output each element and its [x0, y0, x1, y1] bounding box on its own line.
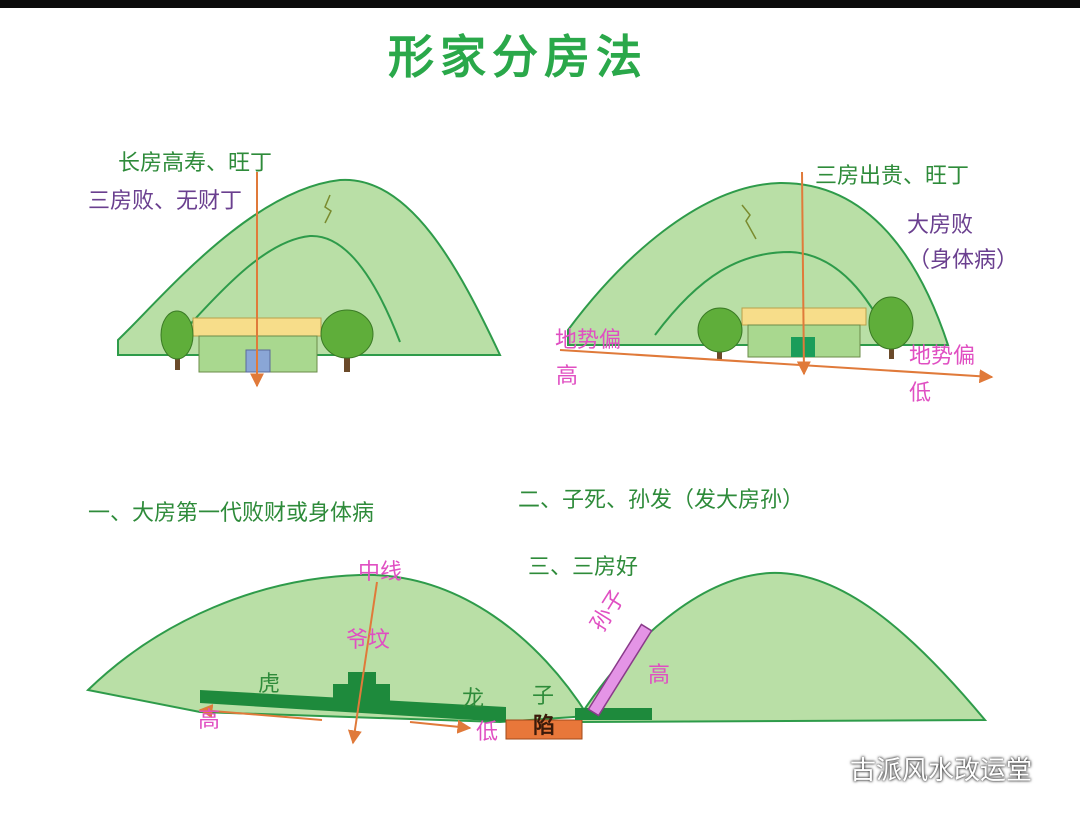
watermark-text: 古派风水改运堂 [850, 755, 1033, 786]
top-right-label-1: 三房出贵、旺丁 [815, 164, 970, 189]
center-line [347, 581, 378, 745]
scene-top-left [117, 172, 502, 388]
hill-outer [567, 181, 950, 346]
base-left [200, 690, 506, 722]
base-right [575, 708, 652, 720]
high-left-label: 高 [198, 708, 221, 733]
bottom-item-2: 二、子死、孙发（发大房孙） [518, 488, 805, 513]
hill-crack [741, 204, 757, 240]
dragon-label: 龙 [462, 687, 485, 712]
arrow-low-right [409, 719, 472, 734]
scene-bottom [85, 571, 988, 745]
top-dark-bar [0, 0, 1080, 8]
page-title: 形家分房法 [388, 30, 648, 84]
high-right-label: 高 [648, 663, 671, 688]
slope-low-label-1: 地势偏 [909, 344, 976, 369]
grandson-bar [587, 623, 653, 717]
hill-crack [324, 194, 332, 224]
center-line-label: 中线 [358, 560, 403, 585]
top-left-label-1: 长房高寿、旺丁 [118, 151, 273, 176]
son-label: 子 [532, 684, 555, 709]
watermark: 古派风水改运堂 [808, 748, 1058, 788]
arrow-high-left [198, 704, 323, 721]
tiger-label: 虎 [258, 672, 281, 697]
tree-right [868, 296, 914, 359]
slope-low-label-2: 低 [909, 381, 932, 406]
slope-high-label-2: 高 [556, 364, 579, 389]
hill-inner [184, 234, 401, 343]
sunken-pit [505, 719, 583, 740]
low-right-label: 低 [476, 720, 499, 745]
hill-left [85, 573, 590, 724]
top-right-label-3: （身体病） [908, 248, 1019, 273]
tree-left [697, 307, 743, 360]
bottom-item-1: 一、大房第一代败财或身体病 [88, 501, 375, 526]
top-left-label-2: 三房败、无财丁 [88, 189, 243, 214]
center-arrow [796, 171, 811, 376]
tree-left [160, 310, 194, 370]
wechat-icon [808, 754, 841, 780]
hill-outer [117, 178, 502, 356]
scene-top-right [559, 171, 994, 384]
grandpa-tomb-lower [333, 684, 390, 704]
hill-inner [654, 250, 891, 341]
slope-arrow [559, 349, 994, 384]
bottom-item-3: 三、三房好 [528, 555, 639, 580]
top-right-label-2: 大房败 [907, 213, 974, 238]
sunken-label: 陷 [533, 714, 556, 739]
tree-right [320, 309, 374, 372]
slope-high-label-1: 地势偏 [555, 328, 622, 353]
grandpa-tomb-label: 爷坟 [346, 628, 391, 653]
